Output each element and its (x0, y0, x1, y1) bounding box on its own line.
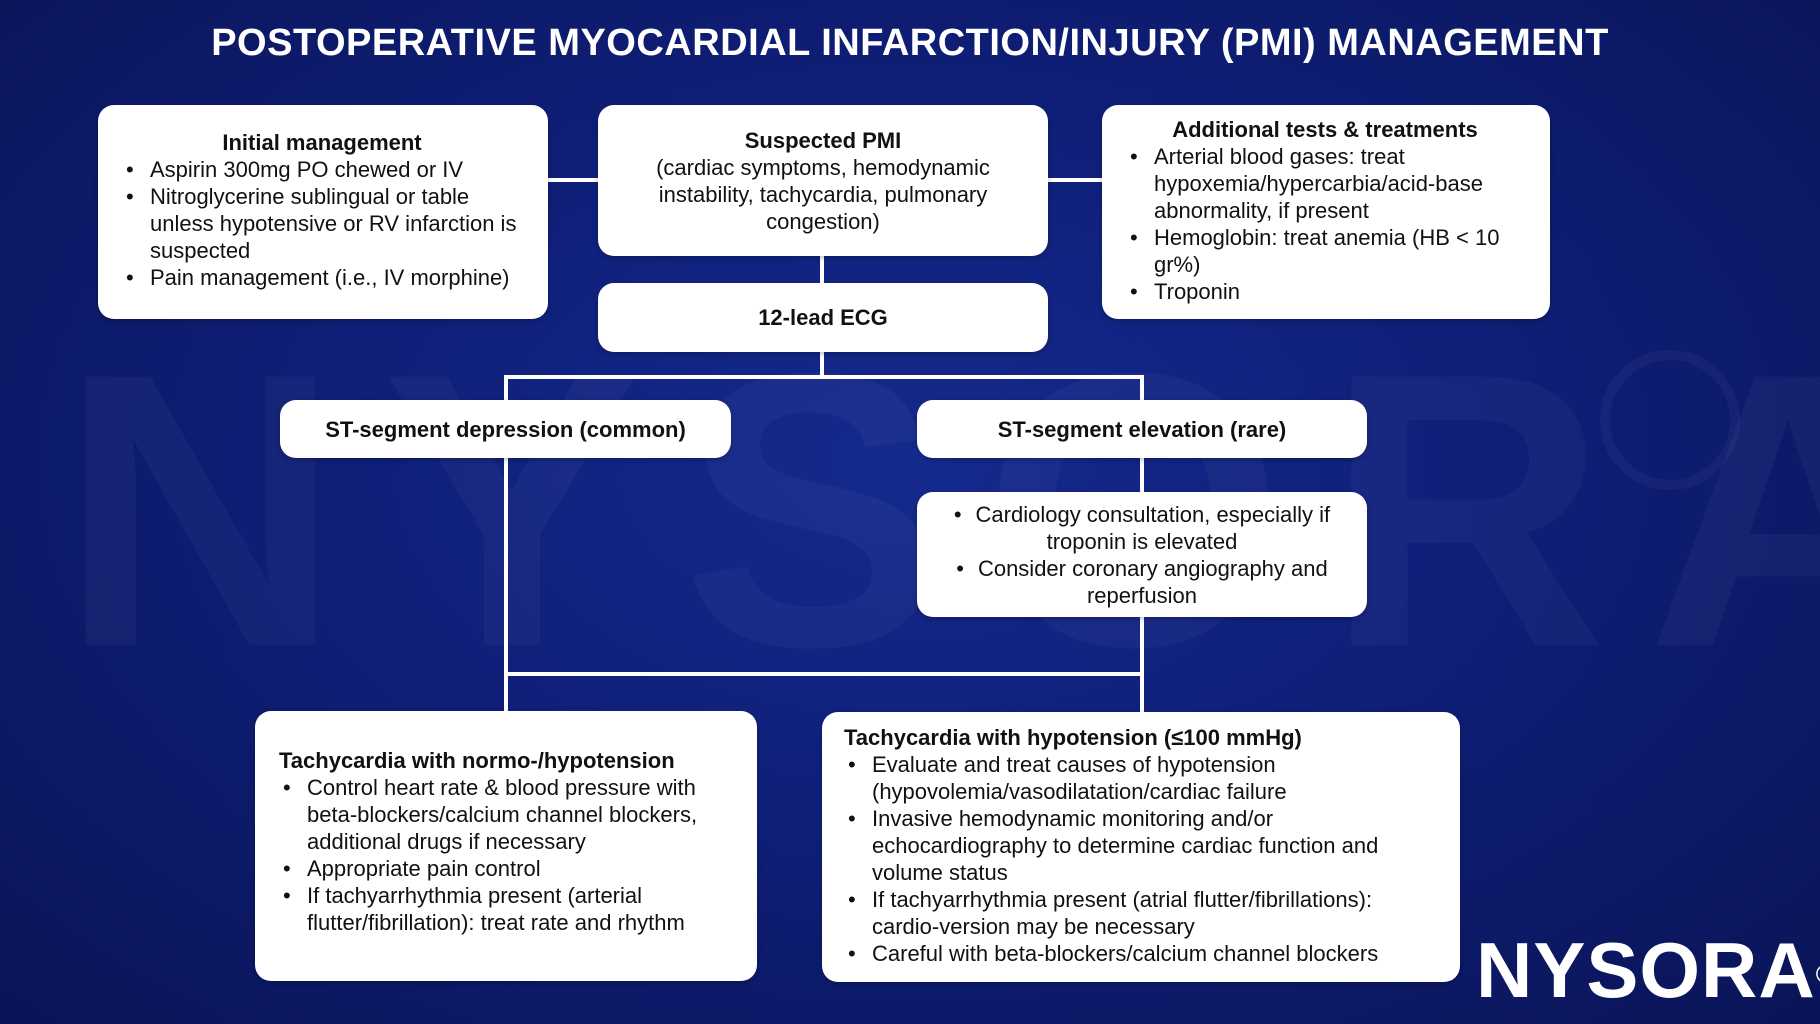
elevation-actions-list: Cardiology consultation, especially if t… (937, 501, 1347, 609)
page-title: POSTOPERATIVE MYOCARDIAL INFARCTION/INJU… (211, 22, 1609, 64)
list-item: Invasive hemodynamic monitoring and/or e… (844, 805, 1430, 886)
list-item: Appropriate pain control (279, 855, 727, 882)
additional-tests-box: Additional tests & treatments Arterial b… (1102, 105, 1550, 319)
additional-tests-list: Arterial blood gases: treat hypoxemia/hy… (1126, 143, 1524, 305)
connector-ecg-branch (504, 375, 1144, 379)
connector-suspected-ecg (820, 256, 824, 283)
list-item: If tachyarrhythmia present (arterial flu… (279, 882, 727, 936)
additional-tests-heading: Additional tests & treatments (1172, 117, 1478, 142)
st-depression-label: ST-segment depression (common) (325, 416, 686, 442)
connector-initial-suspected (548, 178, 598, 182)
list-item: Troponin (1126, 278, 1524, 305)
list-item: Nitroglycerine sublingual or table unles… (122, 183, 522, 264)
connector-ecg-down (820, 352, 824, 377)
initial-management-list: Aspirin 300mg PO chewed or IV Nitroglyce… (122, 156, 522, 291)
st-elevation-box: ST-segment elevation (rare) (917, 400, 1367, 458)
suspected-pmi-box: Suspected PMI (cardiac symptoms, hemodyn… (598, 105, 1048, 256)
tachycardia-hypo-heading: Tachycardia with hypotension (≤100 mmHg) (844, 725, 1302, 750)
connector-bottom-horizontal (504, 672, 1144, 676)
st-depression-box: ST-segment depression (common) (280, 400, 731, 458)
tachycardia-normo-box: Tachycardia with normo-/hypotension Cont… (255, 711, 757, 981)
tachycardia-hypo-list: Evaluate and treat causes of hypotension… (844, 751, 1430, 967)
registered-mark: ® (1816, 959, 1820, 989)
connector-elevation-actions (1140, 458, 1144, 492)
tachycardia-normo-list: Control heart rate & blood pressure with… (279, 774, 727, 936)
list-item: Consider coronary angiography and reperf… (937, 555, 1347, 609)
list-item: Cardiology consultation, especially if t… (937, 501, 1347, 555)
watermark-registered-mark (1600, 350, 1740, 490)
list-item: Arterial blood gases: treat hypoxemia/hy… (1126, 143, 1524, 224)
connector-elevation-up (1140, 375, 1144, 400)
watermark: NYSORA (60, 330, 1760, 690)
list-item: Hemoglobin: treat anemia (HB < 10 gr%) (1126, 224, 1524, 278)
list-item: Evaluate and treat causes of hypotension… (844, 751, 1430, 805)
suspected-pmi-detail: (cardiac symptoms, hemodynamic instabili… (656, 154, 990, 234)
ecg-label: 12-lead ECG (758, 305, 888, 330)
list-item: If tachyarrhythmia present (atrial flutt… (844, 886, 1430, 940)
st-elevation-label: ST-segment elevation (rare) (997, 416, 1287, 442)
tachycardia-hypo-box: Tachycardia with hypotension (≤100 mmHg)… (822, 712, 1460, 982)
connector-suspected-additional (1048, 178, 1102, 182)
list-item: Pain management (i.e., IV morphine) (122, 264, 522, 291)
list-item: Control heart rate & blood pressure with… (279, 774, 727, 855)
logo-text: NYSORA (1476, 926, 1816, 1014)
tachycardia-normo-heading: Tachycardia with normo-/hypotension (279, 748, 675, 773)
list-item: Aspirin 300mg PO chewed or IV (122, 156, 522, 183)
connector-depression-down (504, 375, 508, 711)
nysora-logo: NYSORA® (1476, 930, 1820, 1010)
initial-management-box: Initial management Aspirin 300mg PO chew… (98, 105, 548, 319)
elevation-actions-box: Cardiology consultation, especially if t… (917, 492, 1367, 617)
initial-management-heading: Initial management (222, 130, 422, 155)
suspected-pmi-heading: Suspected PMI (744, 127, 902, 153)
ecg-box: 12-lead ECG (598, 283, 1048, 352)
connector-actions-down (1140, 617, 1144, 712)
list-item: Careful with beta-blockers/calcium chann… (844, 940, 1430, 967)
